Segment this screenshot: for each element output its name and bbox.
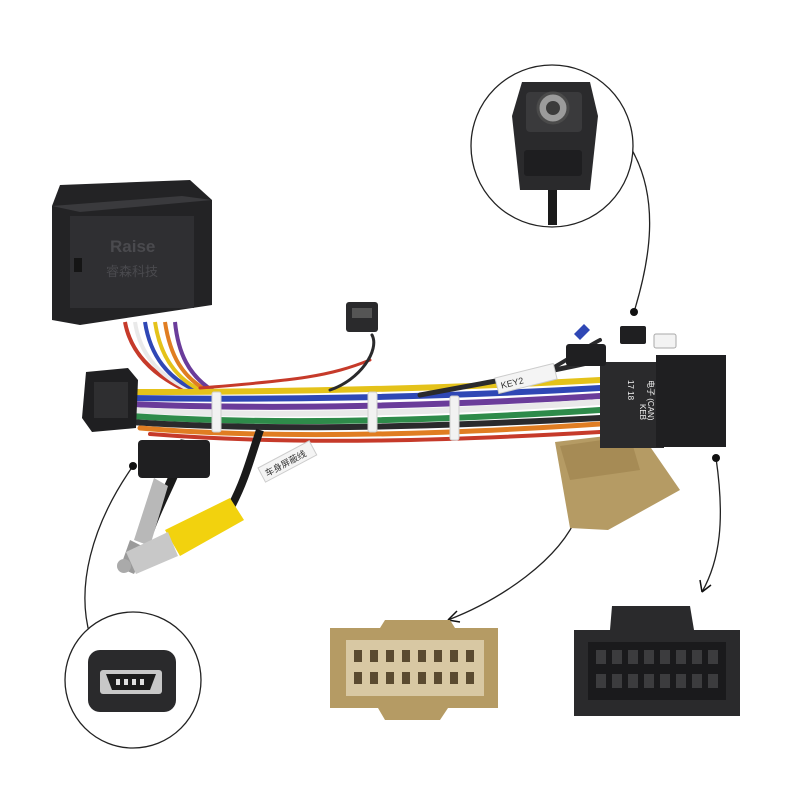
main-wire-bundle <box>127 333 603 443</box>
black-connector-closeup <box>574 606 740 716</box>
antenna-connector-inset <box>470 64 634 228</box>
small-black-plug <box>82 368 138 432</box>
brand-label: Raise <box>110 237 155 256</box>
mini-usb-port-icon <box>88 650 176 712</box>
callout-lines <box>84 149 722 651</box>
connector-label-2: 17 18 <box>626 380 635 401</box>
brand-label-cn: 睿森科技 <box>106 264 158 279</box>
tan-connector-closeup <box>330 620 498 720</box>
canbus-decoder-box: Raise 睿森科技 <box>52 180 212 325</box>
connector-label-3: 电子 (CAN) <box>646 380 656 421</box>
small-connectors-cluster <box>566 324 677 366</box>
cable-ties <box>211 391 460 441</box>
black-connector: KEB 17 18 电子 (CAN) <box>600 355 726 448</box>
antenna-connector-icon <box>512 82 598 225</box>
module-wire-bundle <box>123 321 217 394</box>
mini-usb-inset <box>64 611 202 749</box>
wire-tags: KEY2 车身屏蔽线 <box>257 362 558 483</box>
rca-plug <box>117 428 264 574</box>
two-pin-plug <box>346 302 378 332</box>
connector-label-1: KEB <box>638 404 647 420</box>
